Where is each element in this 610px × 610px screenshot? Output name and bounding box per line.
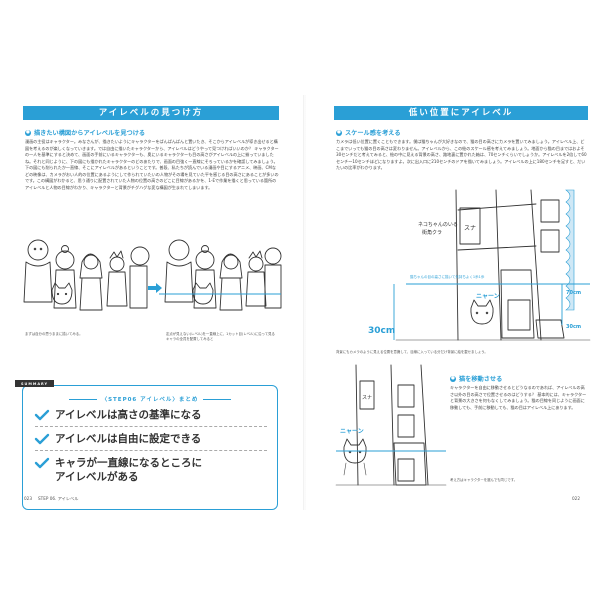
sign-text: スナ [464,225,476,232]
right-caption-2: 考え方はキャラクターを選んでも同じです。 [450,478,518,482]
measure-label-2: 30cm [566,324,581,330]
check-icon [34,457,50,469]
left-page: アイレベルの見つけ方 ● 描きたい構図からアイレベルを見つける 漫画の主役はキャ… [0,0,304,610]
left-caption-2: 定点が見えない(レベル)を一直線上に、1カット目(レベル)に沿って見るキャラの全… [166,332,275,341]
right-band-title: 低い位置にアイレベル [334,106,588,120]
right-page: 低い位置にアイレベル ● スケール感を考える カメラは低い位置に置くこともできま… [306,0,610,610]
summary-item-text: アイレベルは自由に設定できる [55,433,202,445]
cat-sound-text: ニャーン [476,293,500,300]
summary-tag: SUMMARY [15,380,55,387]
measure-label-1: 70cm [566,290,581,296]
bullet-icon: ● [450,375,456,382]
free-drawn-characters-illustration [23,239,150,311]
check-icon [34,409,50,421]
summary-item-text-cont: アイレベルがある [55,471,139,483]
bullet-icon: ● [336,129,342,136]
summary-item-text: アイレベルは高さの基準になる [55,409,202,421]
cat-move-illustration: スナ ニャーン [335,364,447,486]
sign-caption-1: ネコちゃんのいる [418,222,458,228]
divider [35,426,267,427]
sign-text: スナ [362,395,372,401]
right-section-body-2: キャラクターを自由に移動させるとどうなるのであれば、アイレベルの高さ以外の目の高… [450,385,587,410]
left-caption-1: まずは自分の思うままに描いてみる。 [25,332,83,336]
height-label: 30cm [368,326,395,336]
aligned-eyelevel-illustration [159,239,282,311]
divider [35,450,267,451]
sign-caption-2: 街角クラ [422,229,442,236]
right-section-heading-2: ● 猫を移動させる [450,374,502,383]
summary-box: SUMMARY 〈STEP06 アイレベル〉まとめ アイレベルは高さの基準になる… [15,380,278,510]
left-band-title: アイレベルの見つけ方 [23,106,279,120]
right-page-number: 022 [572,496,580,501]
summary-item-text: キャラが一直線になるところに [55,457,202,469]
summary-title: 〈STEP06 アイレベル〉まとめ [23,395,277,403]
summary-item-2: アイレベルは自由に設定できる [34,432,202,446]
left-section-body: 漫画の主役はキャラクター。みなさんが、描きたいようにキャラクターをぱんぱんぱんと… [25,139,279,190]
left-section-title: 描きたい構図からアイレベルを見つける [34,130,146,137]
right-section-heading-1: ● スケール感を考える [336,128,401,137]
check-icon [34,433,50,445]
left-page-number: 023 [24,496,32,501]
right-section-title-2: 猫を移動させる [459,376,503,383]
left-footer-label: STEP 06. アイレベル [38,496,79,501]
bullet-icon: ● [25,129,31,136]
arrow-right-icon [148,283,162,293]
summary-item-3: キャラが一直線になるところに アイレベルがある [34,456,202,484]
right-section-body-1: カメラは低い位置に置くこともできます。僕は猫ちゃんが大好きなので、猫の目の高さに… [336,139,587,170]
summary-item-1: アイレベルは高さの基準になる [34,408,202,422]
right-caption-1: 背景にもカメラのように見える位置を意識して、目線に入っている分だけ背景に絵を載せ… [336,350,488,354]
book-gutter [303,95,307,510]
street-cat-illustration: スナ ネコちゃんのいる 街角クラ ニャーン 猫ちゃんの目の高さに描いて気持ちよく… [368,189,591,341]
right-section-title-1: スケール感を考える [345,130,401,137]
eye-level-note: 猫ちゃんの目の高さに描いて気持ちよく1歩1歩 [410,274,485,279]
cat-sound-text-2: ニャーン [340,428,364,435]
left-section-heading: ● 描きたい構図からアイレベルを見つける [25,128,145,137]
